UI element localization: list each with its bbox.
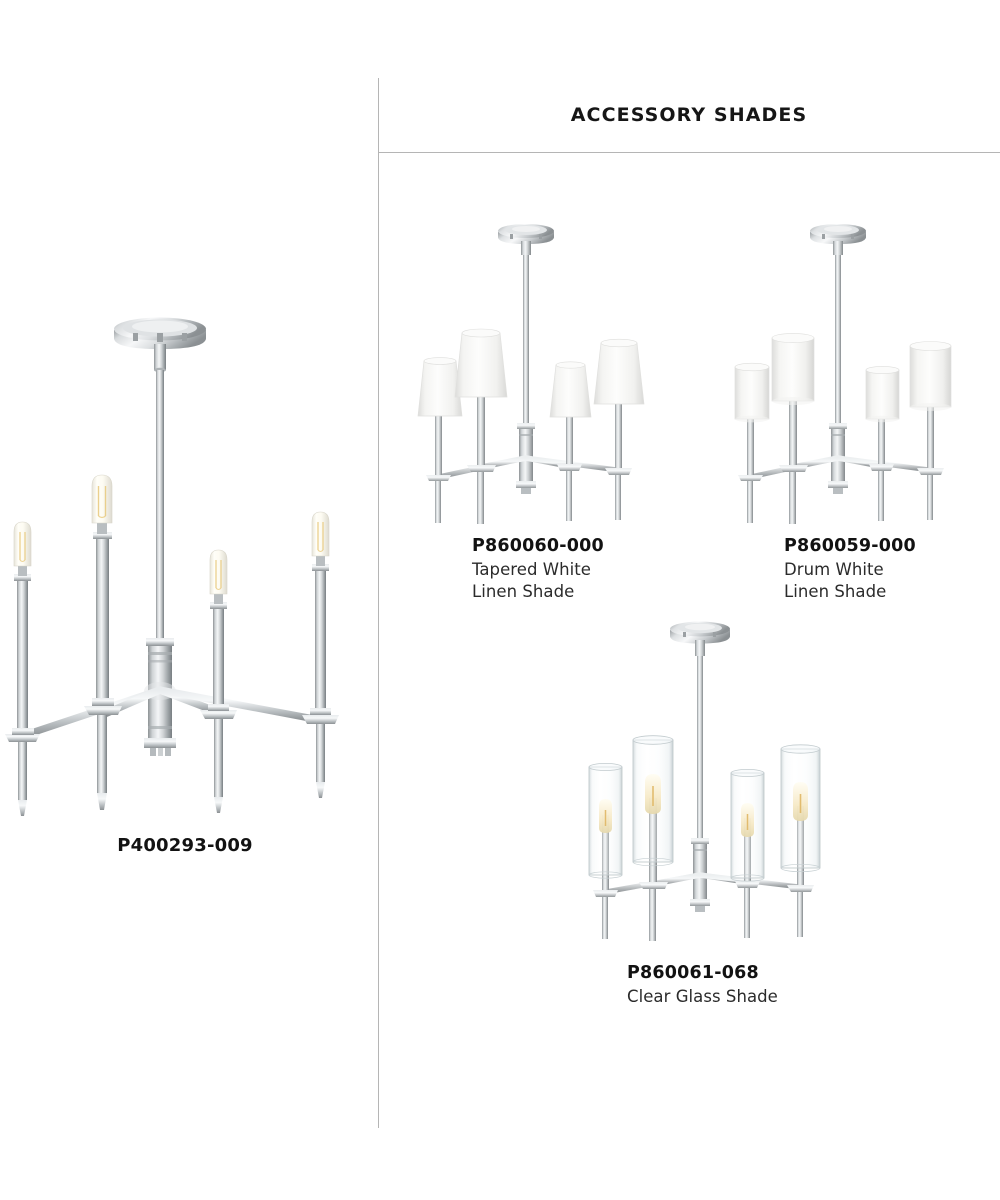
tapered-shade-3	[549, 361, 592, 418]
product-sku: P400293-009	[117, 835, 253, 856]
shade-arm-1	[417, 357, 463, 523]
bulb-2	[91, 474, 113, 534]
product-main-chandelier[interactable]: P400293-009	[0, 260, 370, 859]
candle-arm-1	[5, 521, 40, 816]
shade-arm-3	[865, 366, 900, 521]
tapered-shade-2	[454, 328, 508, 398]
arm-collar	[302, 708, 339, 724]
glass-arm-4	[780, 744, 821, 937]
product-tapered-shade[interactable]: P860060-000 Tapered White Linen Shade	[406, 215, 676, 602]
glass-arm-3	[730, 768, 765, 938]
ceiling-canopy	[670, 621, 730, 644]
clear-glass-cylinder-1	[588, 762, 623, 879]
bulb-3	[209, 549, 228, 604]
clear-glass-cylinder-2	[632, 735, 674, 867]
ceiling-canopy	[810, 224, 866, 244]
accessory-shades-heading: ACCESSORY SHADES	[570, 104, 808, 126]
drum-shade-2	[771, 333, 815, 405]
chandelier-glass-image	[588, 621, 821, 941]
downrod	[521, 241, 531, 255]
shade-arm-2	[454, 328, 508, 524]
tapered-shade-4	[593, 338, 645, 405]
candle-arm-3	[200, 549, 237, 813]
section-divider-horizontal	[378, 152, 1000, 153]
product-caption: P860060-000 Tapered White Linen Shade	[472, 535, 676, 602]
product-caption: P860059-000 Drum White Linen Shade	[784, 535, 988, 602]
product-sku: P860059-000	[784, 536, 916, 556]
chandelier-tapered-image	[417, 224, 645, 524]
product-desc-line1: Drum White	[784, 560, 884, 580]
ceiling-canopy	[114, 317, 206, 349]
product-drum-shade[interactable]: P860059-000 Drum White Linen Shade	[718, 215, 988, 602]
product-clear-glass-shade[interactable]: P860061-068 Clear Glass Shade	[565, 610, 865, 1008]
product-desc-line2: Linen Shade	[784, 581, 887, 601]
shade-arm-4	[593, 338, 645, 520]
tapered-shade-1	[417, 357, 463, 417]
chandelier-main-image	[5, 317, 339, 816]
ceiling-canopy	[498, 224, 554, 244]
shade-arm-2	[771, 333, 815, 524]
drum-shade-4	[909, 341, 952, 411]
glass-arm-1	[588, 762, 623, 939]
glass-arm-2	[632, 735, 674, 941]
clear-glass-cylinder-3	[730, 768, 765, 882]
bulb-1	[13, 521, 32, 576]
product-desc-line1: Tapered White	[472, 560, 592, 580]
bulb-4	[311, 511, 330, 566]
shade-arm-1	[734, 362, 770, 523]
arm-collar	[84, 698, 122, 715]
shade-arm-3	[549, 361, 592, 521]
product-sku: P860060-000	[472, 536, 604, 556]
candle-arm-4	[302, 511, 339, 798]
downrod	[833, 241, 843, 255]
product-sku: P860061-068	[627, 963, 759, 983]
product-desc-line1: Clear Glass Shade	[627, 987, 778, 1007]
section-divider-vertical	[378, 78, 379, 1128]
candle-arm-2	[84, 474, 122, 810]
downrod	[695, 640, 705, 656]
product-caption: P860061-068 Clear Glass Shade	[627, 962, 865, 1008]
arm-collar	[200, 704, 237, 719]
arm-collar	[5, 728, 40, 742]
chandelier-drum-image	[734, 224, 952, 524]
product-caption: P400293-009	[0, 834, 370, 857]
clear-glass-cylinder-4	[780, 744, 821, 873]
product-desc-line2: Linen Shade	[472, 581, 575, 601]
shade-arm-4	[909, 341, 952, 520]
drum-shade-3	[865, 366, 900, 423]
downrod	[154, 344, 166, 652]
drum-shade-1	[734, 362, 770, 423]
